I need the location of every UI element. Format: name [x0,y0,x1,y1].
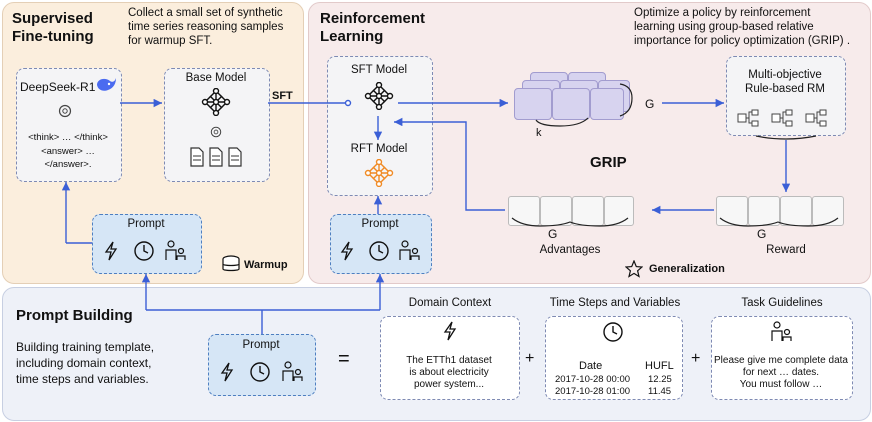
people-icon [282,361,303,381]
time-steps-title: Time Steps and Variables [549,297,681,309]
ts-row1-value: 12.25 [648,374,672,385]
task-guidelines-box [711,316,853,400]
sft-arrow-label: SFT [272,90,293,102]
ts-row2-date: 2017-10-28 01:00 [555,386,631,397]
ts-row2-value: 11.45 [648,386,672,397]
sft-model-label: SFT Model [350,64,408,76]
plus-sign-2: + [691,350,701,367]
lightning-icon [104,241,118,261]
answer-text-2: </answer>. [44,159,92,170]
group-size-label: G [645,97,655,111]
lightning-icon [220,362,234,382]
people-icon [399,240,420,260]
neural-network-icon [201,88,231,116]
ts-date-header: Date [579,360,603,372]
pb-prompt-label: Prompt [242,339,280,351]
base-model-label: Base Model [185,72,247,84]
ts-row1-date: 2017-10-28 00:00 [555,374,631,385]
rl-prompt-label: Prompt [361,218,399,230]
reward-label: Reward [766,244,806,256]
database-icon [222,255,240,272]
task-guidelines-title: Task Guidelines [741,297,823,309]
pb-prompt-box [208,334,316,396]
people-icon [771,321,792,341]
clock-icon [603,322,623,342]
deepseek-label: DeepSeek-R1 [20,80,96,94]
neural-network-icon [364,159,394,187]
chatgpt-icon [58,104,72,118]
domain-context-box [380,316,520,400]
domain-context-title: Domain Context [408,297,492,309]
clock-icon [369,241,389,261]
ts-value-header: HUFL [645,360,674,372]
document-icon [190,147,242,167]
lightning-icon [340,241,354,261]
flowchart-icon [737,109,827,127]
clock-icon [250,362,270,382]
answer-text-1: <answer> … [41,146,95,157]
warmup-label: Warmup [244,259,288,271]
reward-g-label: G [757,227,767,241]
equals-sign: = [338,348,350,370]
prompt-building-description: Building training template,including dom… [16,340,155,386]
people-icon [165,240,186,260]
plus-sign-1: + [525,350,535,367]
whale-icon [97,78,116,91]
sft-prompt-label: Prompt [127,218,165,230]
prompt-building-title: Prompt Building [16,307,133,324]
lightning-icon [443,321,457,341]
think-text: <think> … </think> [28,132,108,143]
chatgpt-icon [210,126,222,138]
neural-network-icon [364,82,394,110]
clock-icon [134,241,154,261]
time-steps-box [545,316,683,400]
rft-model-label: RFT Model [350,143,408,155]
k-label: k [536,127,542,139]
star-icon [625,260,643,278]
grip-label: GRIP [590,154,627,171]
sft-prompt-box [92,214,202,274]
generalization-label: Generalization [649,263,725,275]
advantages-label: Advantages [539,244,601,256]
advantages-g-label: G [548,227,558,241]
